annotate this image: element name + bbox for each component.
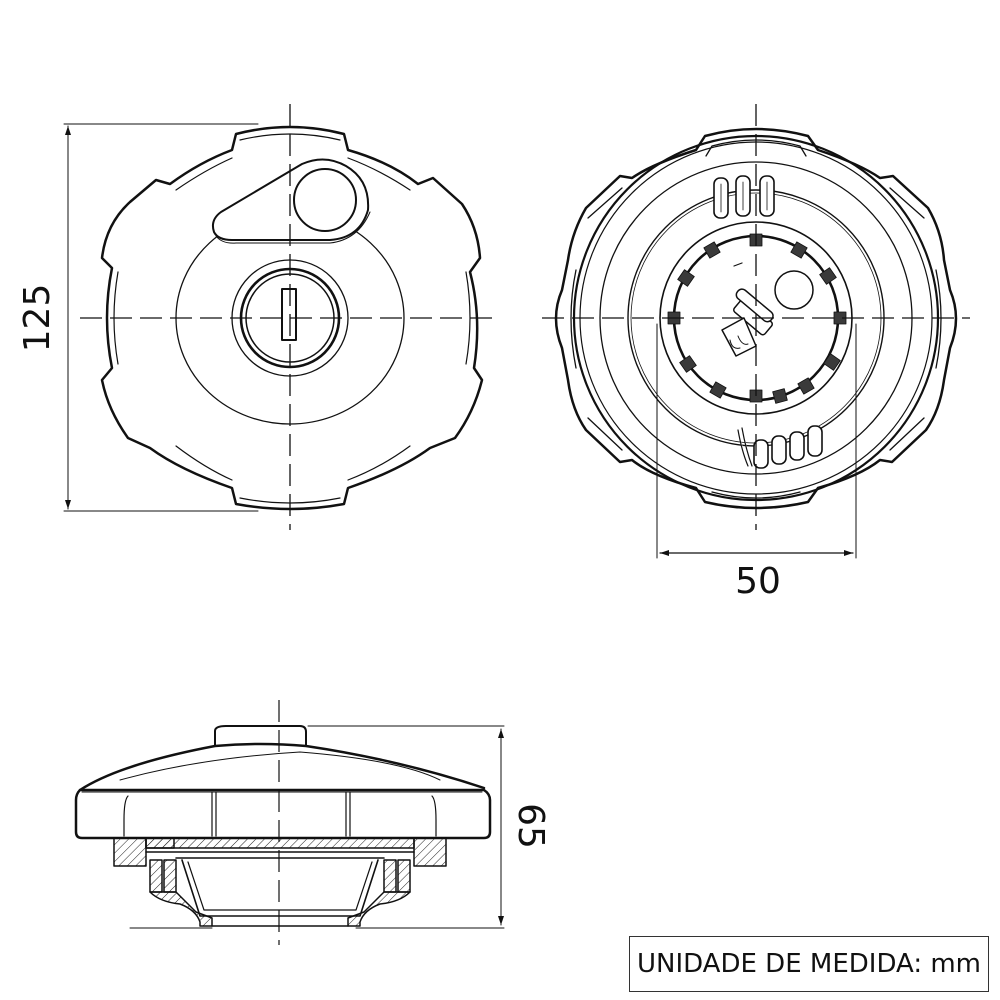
top-spring bbox=[713, 175, 775, 219]
bottom-view-centerlines bbox=[542, 104, 970, 530]
locking-tab bbox=[721, 288, 774, 357]
unit-label: UNIDADE DE MEDIDA: mm bbox=[636, 949, 982, 979]
dimension-label-height: 125 bbox=[17, 283, 58, 353]
top-view-centerlines bbox=[80, 104, 500, 530]
dimension-label-overall-height: 65 bbox=[510, 803, 551, 849]
dimension-label-inner-diameter: 50 bbox=[735, 561, 781, 602]
side-section-view bbox=[74, 725, 505, 929]
bottom-view bbox=[554, 127, 958, 559]
unit-of-measure-box: UNIDADE DE MEDIDA: mm bbox=[629, 936, 989, 992]
bottom-spring bbox=[737, 425, 823, 469]
hatched-section bbox=[113, 837, 447, 927]
